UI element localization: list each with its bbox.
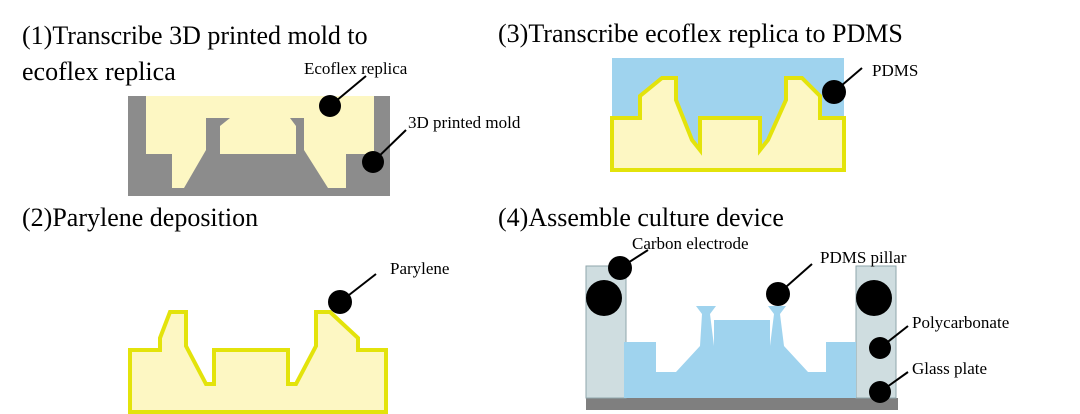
panel-3: (3)Transcribe ecoflex replica to PDMS PD… [498, 19, 918, 172]
carbon-electrode-left [586, 280, 622, 316]
polycarbonate-leader [879, 325, 909, 349]
printed-mold-label: 3D printed mold [408, 113, 521, 132]
step-2-title: (2)Parylene deposition [22, 203, 258, 232]
parylene-leader [339, 273, 377, 303]
ecoflex-replica-leader [329, 75, 367, 107]
pdms-pillar-leader [777, 263, 813, 295]
ecoflex-replica-label: Ecoflex replica [304, 59, 408, 78]
glass-plate-label: Glass plate [912, 359, 987, 378]
step-3-title: (3)Transcribe ecoflex replica to PDMS [498, 19, 903, 48]
panel-4: (4)Assemble culture device Carbon electr… [498, 203, 1009, 410]
carbon-electrode-label: Carbon electrode [632, 234, 749, 253]
carbon-electrode-right [856, 280, 892, 316]
step-4-title: (4)Assemble culture device [498, 203, 784, 232]
parylene-label: Parylene [390, 259, 449, 278]
step-1-title-line2: ecoflex replica [22, 57, 176, 86]
step-1-title-line1: (1)Transcribe 3D printed mold to [22, 21, 368, 50]
polycarbonate-label: Polycarbonate [912, 313, 1009, 332]
glass-plate-leader [879, 371, 909, 393]
ecoflex-replica-inverted [610, 76, 846, 172]
glass-plate [586, 398, 898, 410]
pdms-pillar-label: PDMS pillar [820, 248, 907, 267]
ecoflex-replica [146, 96, 374, 188]
panel-1: (1)Transcribe 3D printed mold to ecoflex… [22, 21, 521, 196]
pdms-leader [833, 67, 863, 93]
pdms-culture-device [624, 306, 856, 398]
parylene-coated-replica [128, 310, 388, 414]
printed-mold-leader [372, 129, 407, 163]
panel-2: (2)Parylene deposition Parylene [22, 203, 449, 414]
carbon-electrode-leader [619, 249, 649, 269]
pdms-label: PDMS [872, 61, 918, 80]
